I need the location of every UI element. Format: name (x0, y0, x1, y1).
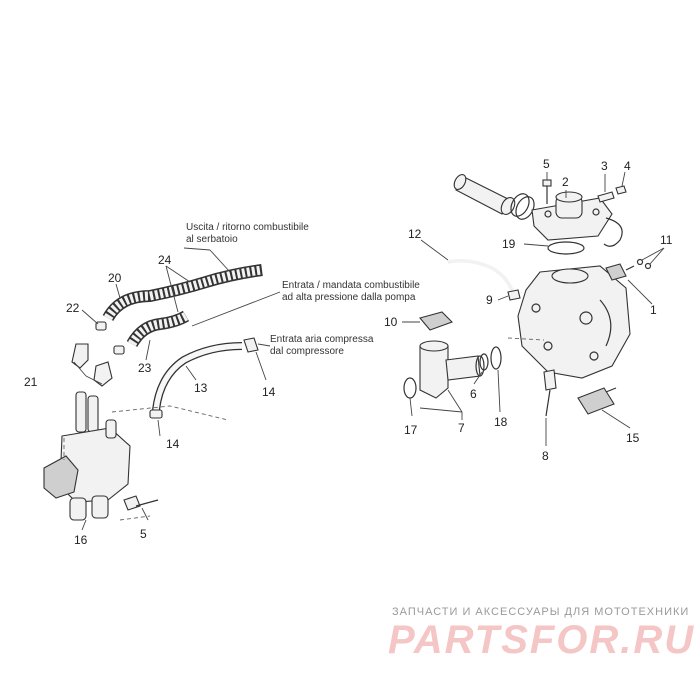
callout-17: 17 (404, 423, 418, 437)
intake-pipe (453, 174, 516, 215)
callout-5-top: 5 (543, 157, 550, 171)
washer-pair (636, 258, 652, 270)
callout-14-right: 14 (262, 385, 276, 399)
hose-clamp-22 (95, 321, 107, 331)
callout-2: 2 (562, 175, 569, 189)
leader-lines (73, 171, 665, 531)
supply-line-note: Entrata / mandata combustibile (282, 280, 420, 291)
callout-7: 7 (458, 421, 465, 435)
callout-1: 1 (650, 303, 657, 317)
callout-16: 16 (74, 533, 88, 547)
hose-clamp-14a (149, 409, 163, 419)
o-ring-19 (547, 241, 585, 255)
callout-labels: 5 2 3 4 11 1 12 19 9 10 6 7 17 18 8 15 2… (24, 157, 673, 547)
coolant-union (419, 340, 485, 399)
callout-8: 8 (542, 449, 549, 463)
callout-20: 20 (108, 271, 122, 285)
air-hose (152, 342, 243, 411)
callout-18: 18 (494, 415, 508, 429)
pressure-regulator (43, 391, 131, 521)
callout-4: 4 (624, 159, 631, 173)
bleed-screw (597, 185, 627, 203)
fuel-return-hose (102, 264, 263, 322)
supply-line-note-2: ad alta pressione dalla pompa (282, 292, 416, 303)
temperature-sensor (605, 263, 635, 281)
callout-6: 6 (470, 387, 477, 401)
callout-24: 24 (158, 253, 172, 267)
callout-12: 12 (408, 227, 422, 241)
return-line-note-2: al serbatoio (186, 234, 238, 245)
watermark-tagline: ЗАПЧАСТИ И АКСЕССУАРЫ ДЛЯ МОТОТЕХНИКИ (392, 606, 690, 618)
callout-5-bottom: 5 (140, 527, 147, 541)
elbow-fitting-21a (71, 343, 89, 369)
callout-11: 11 (660, 233, 673, 247)
air-inlet-note: Entrata aria compressa (270, 334, 374, 345)
return-line-note: Uscita / ritorno combustibile (186, 222, 309, 233)
mounting-screw (123, 495, 159, 511)
callout-14-left: 14 (166, 437, 180, 451)
fuel-supply-hose (126, 310, 190, 348)
elbow-fitting-21b (93, 361, 113, 387)
temperature-switch (577, 387, 617, 415)
o-ring-17 (403, 377, 417, 399)
thermostat-cover (531, 191, 623, 247)
bleed-hose-inner (447, 259, 514, 291)
callout-21: 21 (24, 375, 38, 389)
callout-3: 3 (601, 159, 608, 173)
cover-screw (542, 179, 552, 204)
hose-clamp-22b (113, 345, 125, 355)
callout-9: 9 (486, 293, 493, 307)
hose-clip (507, 289, 521, 301)
hose-clamp-14b (243, 337, 259, 353)
callout-13: 13 (194, 381, 208, 395)
callout-23: 23 (138, 361, 152, 375)
callout-15: 15 (626, 431, 640, 445)
o-ring-18 (490, 346, 502, 370)
air-inlet-note-2: dal compressore (270, 346, 344, 357)
rubber-pad (419, 311, 453, 331)
callout-22: 22 (66, 301, 80, 315)
callout-10: 10 (384, 315, 398, 329)
drain-screw (543, 369, 557, 417)
callout-19: 19 (502, 237, 516, 251)
watermark-logo: PARTSFOR.RU (388, 618, 696, 662)
water-pump-housing (517, 265, 631, 379)
o-ring-6 (479, 353, 489, 371)
